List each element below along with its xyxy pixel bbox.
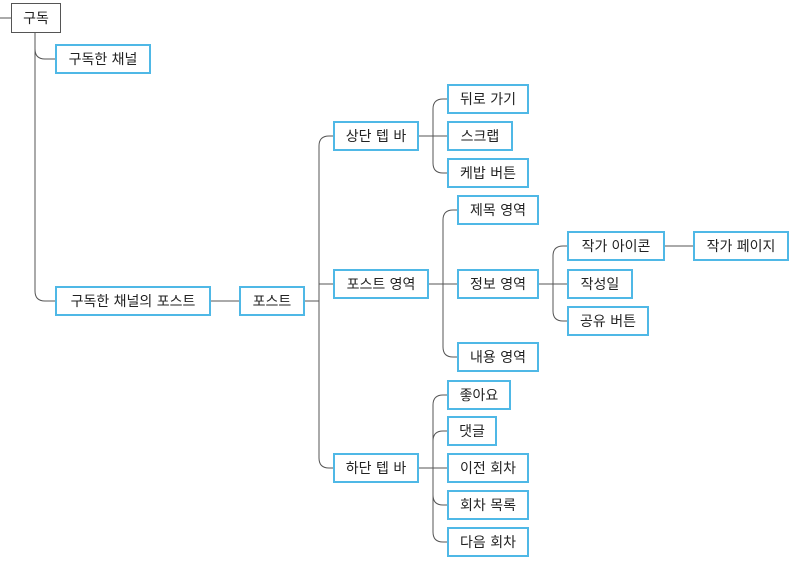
node-comment[interactable]: 댓글 — [447, 416, 497, 446]
node-content-area[interactable]: 내용 영역 — [457, 342, 539, 372]
node-info-area[interactable]: 정보 영역 — [457, 269, 539, 299]
node-next-episode[interactable]: 다음 회차 — [447, 527, 529, 557]
node-prev-episode[interactable]: 이전 회차 — [447, 453, 529, 483]
node-written-date[interactable]: 작성일 — [567, 269, 633, 299]
node-author-page[interactable]: 작가 페이지 — [693, 231, 789, 261]
node-top-tab-bar[interactable]: 상단 텝 바 — [333, 121, 419, 151]
node-subscribed-channels[interactable]: 구독한 채널 — [55, 44, 151, 74]
node-title-area[interactable]: 제목 영역 — [457, 195, 539, 225]
node-episode-list[interactable]: 회차 목록 — [447, 490, 529, 520]
node-post-area[interactable]: 포스트 영역 — [333, 269, 429, 299]
node-go-back[interactable]: 뒤로 가기 — [447, 84, 529, 114]
node-kebab-button[interactable]: 케밥 버튼 — [447, 158, 529, 188]
node-post[interactable]: 포스트 — [239, 286, 305, 316]
node-subscribed-posts[interactable]: 구독한 채널의 포스트 — [55, 286, 211, 316]
node-like[interactable]: 좋아요 — [447, 380, 511, 410]
node-bottom-tab-bar[interactable]: 하단 텝 바 — [333, 453, 419, 483]
node-share-button[interactable]: 공유 버튼 — [567, 306, 649, 336]
node-scrap[interactable]: 스크랩 — [447, 121, 513, 151]
root-node[interactable]: 구독 — [11, 3, 61, 33]
node-author-icon[interactable]: 작가 아이콘 — [567, 231, 665, 261]
